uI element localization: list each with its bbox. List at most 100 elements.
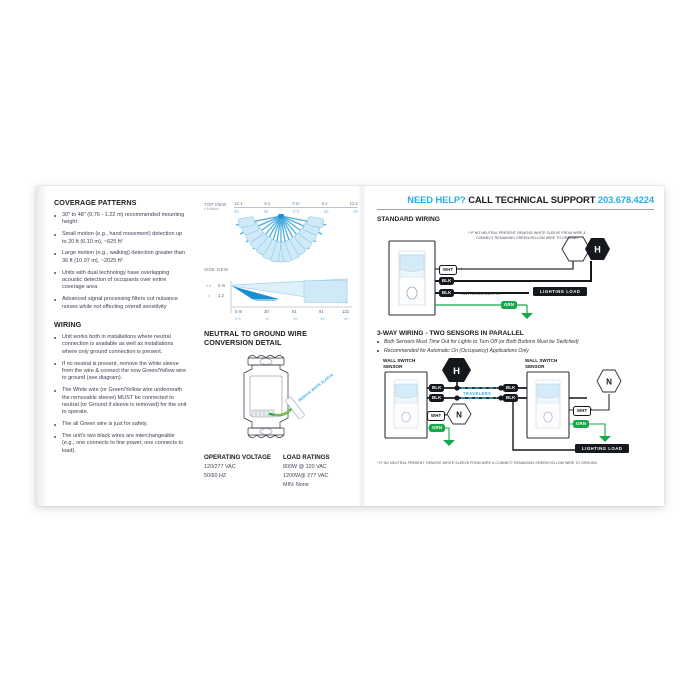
side-view-label: SIDE VIEW [204, 267, 229, 272]
support-phone-number[interactable]: 203.678.4224 [597, 194, 654, 205]
ws-line2: SENSOR [383, 364, 403, 370]
wht-tag: WHT [439, 265, 458, 275]
list-item: Small motion (e.g., hand movement) detec… [54, 231, 188, 246]
load-rating-277: 1200W@ 277 VAC [283, 473, 329, 479]
travelers-label: TRAVELERS [463, 390, 492, 396]
list-item: The all Green wire is just for safety. [54, 421, 188, 428]
wht-asterisk: * [461, 266, 463, 271]
wht-tag-right: WHT [573, 406, 592, 417]
middle-panel: TOP VIEW 4 ft Mount 12.1 6.1 0 m 6.1 12.… [196, 186, 366, 506]
standard-wiring-heading: STANDARD WIRING [377, 216, 440, 223]
svg-text:30: 30 [264, 309, 269, 314]
top-view-m-ticks: 40 20 0 ft 20 40 [234, 209, 358, 214]
standard-wiring-diagram: H * IF NO NEUTRAL PRESENT, REMOVE WHITE … [377, 225, 654, 328]
grn-tag-right: GRN [573, 420, 590, 429]
threeway-footnote: * IF NO NEUTRAL PRESENT, REMOVE WHITE SL… [377, 461, 598, 466]
grn-tag: GRN [501, 301, 518, 309]
blk-tag-left-1: BLK [429, 384, 445, 393]
specifications: OPERATING VOLTAGE 120/277 VAC 50/60 HZ L… [204, 454, 358, 491]
hot-hex-label: H [594, 245, 601, 255]
svg-text:40: 40 [344, 316, 349, 321]
list-item: Unit works both in installations where n… [54, 334, 188, 356]
top-view-ft-ticks: 12.1 6.1 0 m 6.1 12.1 [234, 201, 358, 206]
svg-text:61: 61 [292, 309, 297, 314]
top-view-sublabel: 4 ft Mount [204, 207, 219, 211]
operating-frequency-value: 50/60 HZ [204, 473, 227, 479]
threeway-wiring-heading: 3-WAY WIRING - TWO SENSORS IN PARALLEL [377, 330, 524, 337]
load-rating-120: 800W @ 120 VAC [283, 464, 327, 470]
load-ratings-block: LOAD RATINGS 800W @ 120 VAC 1200W@ 277 V… [283, 454, 330, 491]
lighting-load-box-3way: LIGHTING LOAD [575, 444, 630, 454]
tick-label: 6.1 [264, 201, 271, 206]
left-panel: COVERAGE PATTERNS 30" to 48" (0.76 - 1.2… [36, 186, 196, 506]
hot-hex-label-3way: H [453, 366, 460, 377]
call-support-text: CALL TECHNICAL SUPPORT [465, 194, 598, 205]
grn-tag-left: GRN [429, 424, 446, 433]
list-item: Both Sensors Must Time Out for Lights to… [377, 339, 654, 346]
blk-tag-right-2: BLK [503, 394, 519, 403]
list-item: Units with dual technology have overlapp… [54, 270, 188, 292]
svg-text:20: 20 [293, 316, 298, 321]
list-item: The unit's two black wires are interchan… [54, 433, 188, 455]
blk-tag-left-2: BLK [429, 394, 445, 403]
tick-label: 12.1 [234, 201, 243, 206]
wiring-heading: WIRING [54, 320, 82, 330]
tick-label: 20 [263, 209, 269, 214]
svg-text:10: 10 [265, 316, 270, 321]
list-item: 30" to 48" (0.76 - 1.22 m) recommended m… [54, 212, 188, 227]
wht-asterisk-right: * [591, 407, 593, 413]
blk-tag-right-1: BLK [503, 384, 519, 393]
ws-line2b: SENSOR [525, 364, 545, 370]
tick-label: 0 m [292, 201, 300, 206]
tick-label: 0 ft [293, 209, 299, 214]
list-item: Large motion (e.g., walking) detection g… [54, 250, 188, 265]
conversion-heading-line1: NEUTRAL TO GROUND WIRE [204, 329, 307, 338]
side-view-graphic: 0 ft 4 0 m 1.2 0 m 30 61 [204, 277, 358, 321]
tick-label: 40 [234, 209, 239, 214]
wall-switch-sensor-label-left: WALL SWITCH SENSOR [383, 358, 415, 370]
remove-sleeve-note: REMOVE WHITE SLEEVE [297, 372, 334, 402]
operating-voltage-block: OPERATING VOLTAGE 120/277 VAC 50/60 HZ [204, 454, 271, 491]
tick-label: 20 [323, 209, 329, 214]
top-view-axis-line [234, 207, 358, 208]
instruction-sheet: COVERAGE PATTERNS 30" to 48" (0.76 - 1.2… [36, 186, 664, 506]
wht-asterisk-left: * [445, 412, 447, 418]
neutral-hex-label-right: N [606, 378, 612, 387]
load-rating-min: MIN: None [283, 482, 309, 488]
switched-output-label: SWITCHED OUTPUT [461, 290, 502, 296]
blk-tag-2: BLK [439, 289, 455, 297]
conversion-detail-graphic: REMOVE WHITE SLEEVE [204, 352, 358, 452]
tick-label: 40 [353, 209, 358, 214]
svg-text:0 ft: 0 ft [235, 316, 241, 321]
side-view-chart: SIDE VIEW 0 ft 4 0 m 1.2 [204, 267, 358, 321]
tick-label: 6.1 [321, 201, 328, 206]
list-item: If no neutral is present, remove the whi… [54, 361, 188, 383]
svg-text:0 m: 0 m [235, 309, 243, 314]
operating-voltage-heading: OPERATING VOLTAGE [204, 454, 272, 461]
coverage-patterns-heading: COVERAGE PATTERNS [54, 198, 137, 207]
lighting-load-box: LIGHTING LOAD [533, 287, 588, 296]
divider [377, 209, 654, 210]
neutral-hex-label-left: N [456, 411, 462, 420]
coverage-patterns-list: 30" to 48" (0.76 - 1.22 m) recommended m… [54, 212, 188, 311]
top-view-label: TOP VIEW [204, 202, 227, 207]
list-item: Advanced signal processing filters out n… [54, 296, 188, 311]
list-item: The White wire (or Green/Yellow wire und… [54, 387, 188, 417]
standard-wiring-note: * IF NO NEUTRAL PRESENT, REMOVE WHITE SL… [468, 231, 586, 240]
wiring-list: Unit works both in installations where n… [54, 334, 188, 455]
y-tick-m: 0 m [218, 283, 226, 288]
load-ratings-heading: LOAD RATINGS [283, 454, 330, 461]
y-tick-ft: 0 ft [206, 284, 211, 288]
svg-text:91: 91 [319, 309, 324, 314]
tick-label: 12.1 [349, 201, 358, 206]
conversion-heading-line2: CONVERSION DETAIL [204, 338, 282, 347]
technical-support-banner: NEED HELP? CALL TECHNICAL SUPPORT 203.67… [377, 194, 654, 205]
blk-tag-1: BLK [439, 277, 455, 285]
ws-line1b: WALL SWITCH [525, 358, 558, 364]
svg-text:30: 30 [320, 316, 325, 321]
y-tick-m2: 1.2 [218, 293, 225, 298]
svg-text:122: 122 [342, 309, 350, 314]
coverage-fan-graphic [204, 214, 358, 264]
conversion-detail-heading: NEUTRAL TO GROUND WIRE CONVERSION DETAIL [204, 329, 358, 347]
list-item: Recommended for Automatic On (Occupancy)… [377, 348, 654, 355]
